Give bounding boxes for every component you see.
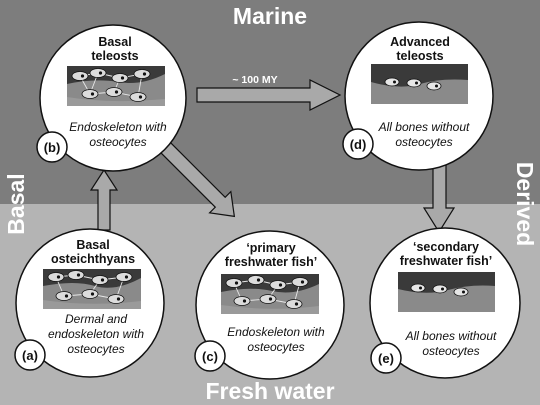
derived-label: Derived: [512, 162, 538, 246]
arrow-b-to-d-label: ~ 100 MY: [232, 74, 277, 86]
node-d-title-2: teleosts: [396, 49, 443, 63]
node-d-desc-2: osteocytes: [395, 135, 452, 149]
node-c-primary-freshwater-fish: ‘primary freshwater fish’ Endoskeleton w…: [194, 230, 345, 380]
node-c-desc-2: osteocytes: [247, 340, 304, 354]
node-a-desc-2: endoskeleton with: [48, 327, 144, 341]
node-a-title-2: osteichthyans: [51, 252, 135, 266]
node-c-title-1: ‘primary: [246, 241, 295, 255]
arrow-d-to-e: [422, 164, 456, 234]
arrow-b-to-d: [196, 79, 342, 111]
node-b-letter: (b): [44, 140, 61, 155]
node-c-desc-1: Endoskeleton with: [227, 325, 325, 339]
node-c-letter: (c): [202, 349, 218, 364]
node-c-title-2: freshwater fish’: [225, 255, 317, 269]
freshwater-label: Fresh water: [205, 378, 334, 404]
node-b-tissue-section: [67, 66, 165, 106]
node-a-desc-1: Dermal and: [65, 312, 127, 326]
node-d-desc-1: All bones without: [378, 120, 470, 134]
node-a-tissue-section: [43, 269, 141, 309]
node-e-desc-1: All bones without: [405, 329, 497, 343]
node-e-secondary-freshwater-fish: ‘secondary freshwater fish’ All bones wi…: [369, 227, 521, 379]
node-b-desc-1: Endoskeleton with: [69, 120, 167, 134]
node-e-title-1: ‘secondary: [413, 240, 479, 254]
node-e-letter: (e): [378, 351, 394, 366]
node-d-title-1: Advanced: [390, 35, 450, 49]
node-b-title-1: Basal: [98, 35, 131, 49]
node-e-title-2: freshwater fish’: [400, 254, 492, 268]
node-b-title-2: teleosts: [91, 49, 138, 63]
node-a-desc-3: osteocytes: [67, 342, 124, 356]
arrow-b-to-c: [152, 134, 236, 218]
node-b-basal-teleosts: Basal teleosts Endoskeleton with osteocy…: [36, 24, 187, 172]
node-a-title-1: Basal: [76, 238, 109, 252]
node-e-desc-2: osteocytes: [422, 344, 479, 358]
node-d-tissue-section: [371, 64, 468, 104]
node-c-tissue-section: [221, 274, 319, 314]
marine-label: Marine: [233, 3, 307, 29]
arrow-a-to-b: [89, 168, 119, 231]
basal-label: Basal: [3, 173, 29, 234]
node-b-desc-2: osteocytes: [89, 135, 146, 149]
node-a-basal-osteichthyans: Basal osteichthyans Dermal and endoskele…: [14, 228, 165, 378]
node-e-tissue-section: [398, 272, 495, 312]
node-d-letter: (d): [350, 137, 367, 152]
node-d-advanced-teleosts: Advanced teleosts All bones without oste…: [342, 21, 494, 171]
node-a-letter: (a): [22, 348, 38, 363]
